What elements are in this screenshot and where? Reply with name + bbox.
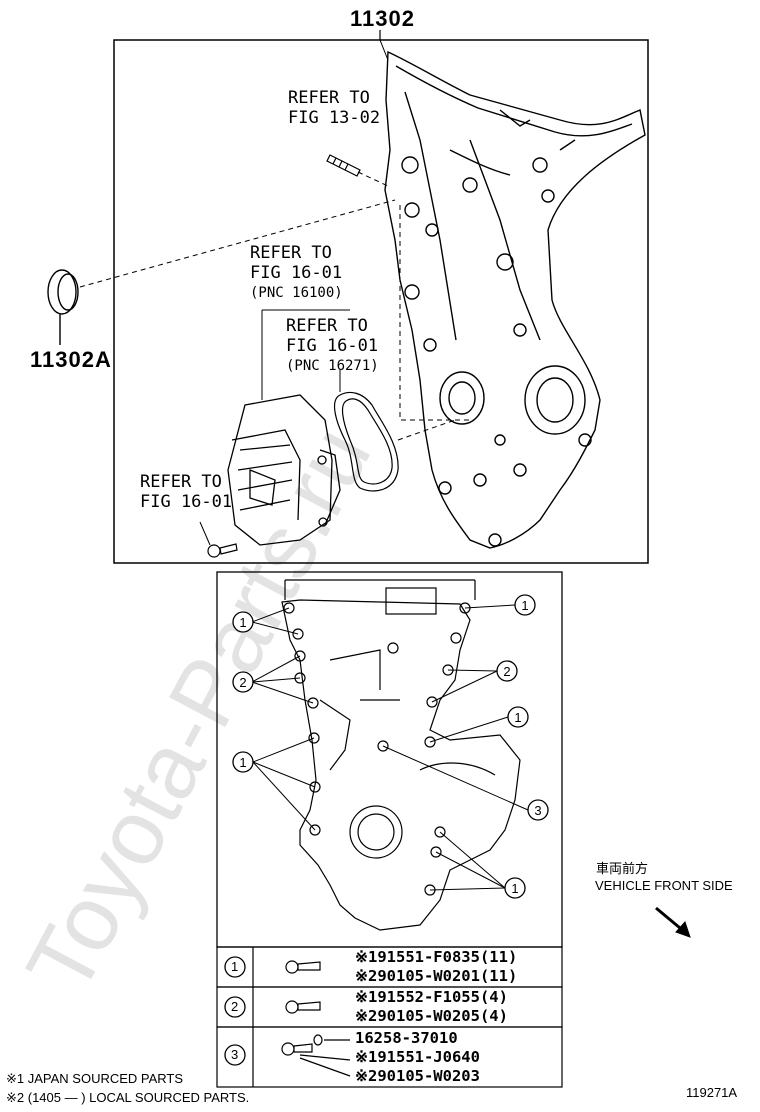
guide-lines — [79, 171, 470, 441]
callout-label: 1 — [514, 710, 521, 725]
upper-frame — [113, 39, 649, 564]
callout-label: 1 — [511, 881, 518, 896]
part-number-link[interactable]: ※290105-W0201(11) — [355, 967, 518, 985]
part-number-link[interactable]: 16258-37010 — [355, 1029, 458, 1047]
table-key: 1 — [231, 959, 239, 974]
figure-id: 119271A — [686, 1085, 738, 1100]
direction-arrow-icon — [655, 906, 691, 938]
direction-label-en: VEHICLE FRONT SIDE — [595, 878, 733, 893]
footnote-japan: ※1 JAPAN SOURCED PARTS — [6, 1071, 184, 1086]
callout-label: 2 — [239, 675, 246, 690]
stud-bolt — [326, 154, 361, 177]
cover-front-view — [281, 599, 521, 931]
part-number-link[interactable]: ※290105-W0203 — [355, 1067, 480, 1085]
part-number-link[interactable]: ※290105-W0205(4) — [355, 1007, 508, 1025]
refer-note-4[interactable]: REFER TO FIG 16-01 — [140, 472, 233, 512]
table-key-circles — [224, 956, 246, 1066]
refer-note-3[interactable]: REFER TO FIG 16-01 (PNC 16271) — [286, 316, 379, 374]
callout-circles: 1 1 2 2 1 1 3 1 — [232, 594, 549, 899]
callout-label: 2 — [503, 664, 510, 679]
oil-seal — [47, 269, 79, 345]
part-number-link[interactable]: ※191551-J0640 — [355, 1048, 480, 1066]
main-part-number[interactable]: 11302 — [350, 6, 415, 31]
table-bolt-icons — [281, 960, 351, 1077]
gasket — [333, 391, 399, 492]
footnote-local: ※2 (1405 — ) LOCAL SOURCED PARTS. — [6, 1090, 250, 1105]
callout-label: 1 — [239, 755, 246, 770]
water-pump — [227, 394, 341, 546]
seal-part-number[interactable]: 11302A — [30, 347, 112, 372]
refer-note-1[interactable]: REFER TO FIG 13-02 — [288, 88, 381, 128]
table-key: 3 — [231, 1047, 239, 1062]
part-number-link[interactable]: ※191551-F0835(11) — [355, 948, 518, 966]
callout-label: 1 — [239, 615, 246, 630]
small-bolt — [207, 543, 238, 558]
parts-table — [216, 946, 563, 1088]
refer-note-2[interactable]: REFER TO FIG 16-01 (PNC 16100) — [250, 243, 343, 301]
callout-leaders — [251, 604, 529, 891]
part-number-link[interactable]: ※191552-F1055(4) — [355, 988, 508, 1006]
table-key: 2 — [231, 999, 239, 1014]
timing-cover-drawing — [384, 50, 646, 549]
direction-label-jp: 車両前方 — [596, 861, 649, 876]
bolt-holes — [283, 602, 471, 896]
callout-label: 3 — [534, 803, 541, 818]
callout-label: 1 — [521, 598, 528, 613]
